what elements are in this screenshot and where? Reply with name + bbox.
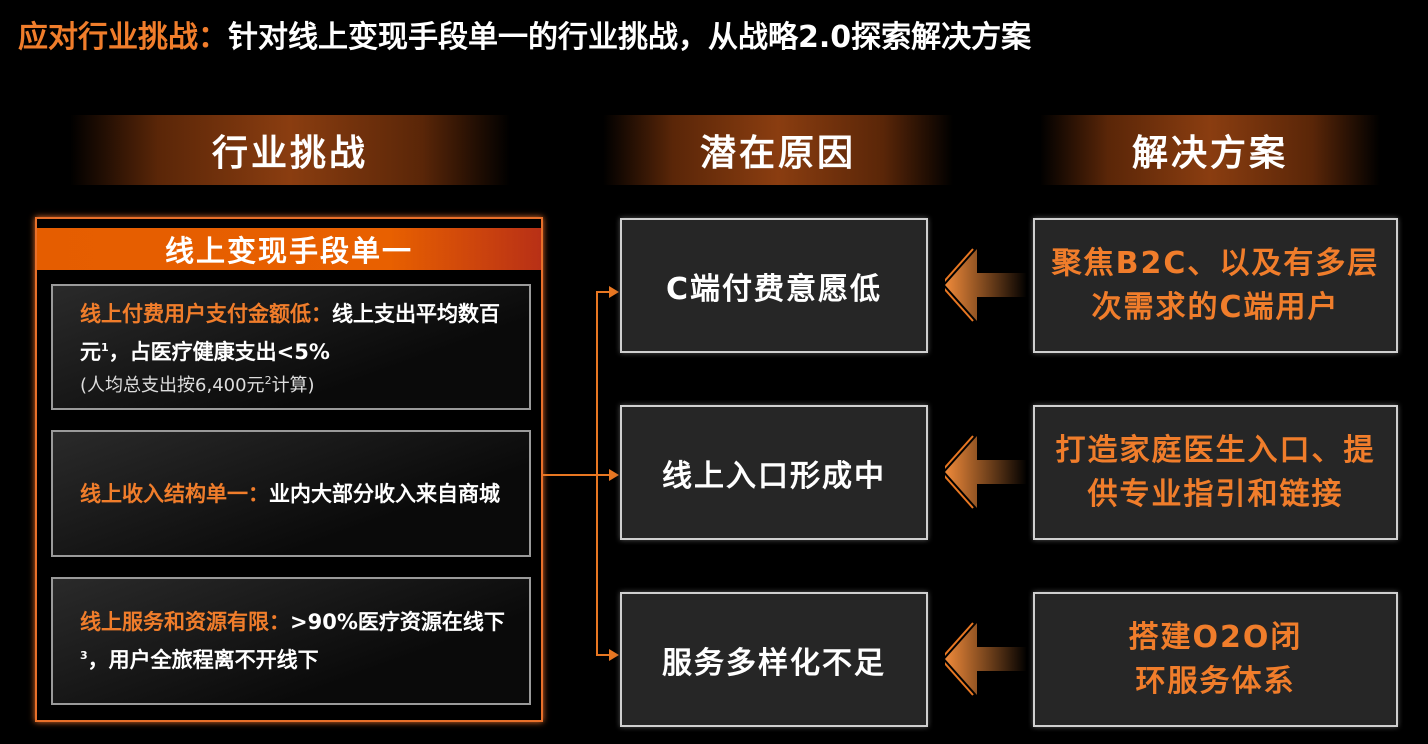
- slide-title: 应对行业挑战：针对线上变现手段单一的行业挑战，从战略2.0探索解决方案: [18, 12, 1031, 56]
- solution-box: 打造家庭医生入口、提供专业指引和链接: [1033, 405, 1398, 540]
- cause-box: 服务多样化不足: [620, 592, 928, 727]
- footnote: 3: [80, 649, 88, 662]
- item-note: (人均总支出按6,400元: [80, 374, 265, 396]
- item-text: 业内大部分收入来自商城: [269, 481, 500, 506]
- footnote: 2: [264, 373, 272, 387]
- solution-box: 搭建O2O闭环服务体系: [1033, 592, 1398, 727]
- challenge-item: 线上服务和资源有限：>90%医疗资源在线下 3，用户全旅程离不开线下: [51, 577, 531, 705]
- item-note: 计算): [271, 374, 315, 396]
- challenge-panel: [35, 217, 543, 722]
- cause-box: 线上入口形成中: [620, 405, 928, 540]
- header-solution: 解决方案: [1040, 115, 1380, 185]
- challenge-item: 线上付费用户支付金额低：线上支出平均数百元1，占医疗健康支出<5% (人均总支出…: [51, 284, 531, 410]
- challenge-title: 线上变现手段单一: [37, 228, 541, 270]
- left-arrow-icon: [945, 622, 1027, 696]
- title-rest: 针对线上变现手段单一的行业挑战，从战略2.0探索解决方案: [228, 20, 1032, 55]
- connector-line: [596, 474, 610, 476]
- arrowhead-icon: [609, 286, 619, 298]
- header-cause: 潜在原因: [603, 115, 953, 185]
- left-arrow-icon: [945, 435, 1027, 509]
- solution-box: 聚焦B2C、以及有多层次需求的C端用户: [1033, 218, 1398, 353]
- connector-line: [596, 291, 598, 656]
- item-text: ，占医疗健康支出<5%: [108, 339, 330, 364]
- item-text: 线上支出平均数百元: [80, 301, 500, 364]
- connector-line: [596, 654, 610, 656]
- item-lead: 线上付费用户支付金额低：: [80, 301, 332, 326]
- item-lead: 线上服务和资源有限：: [80, 610, 290, 634]
- title-highlight: 应对行业挑战：: [18, 20, 228, 55]
- item-text: ，用户全旅程离不开线下: [87, 648, 319, 672]
- header-challenge: 行业挑战: [70, 115, 510, 185]
- cause-box: C端付费意愿低: [620, 218, 928, 353]
- challenge-item: 线上收入结构单一：业内大部分收入来自商城: [51, 430, 531, 557]
- connector-line: [543, 474, 599, 476]
- connector-line: [596, 291, 610, 293]
- arrowhead-icon: [609, 649, 619, 661]
- item-text: >90%医疗资源在线下: [290, 610, 505, 634]
- left-arrow-icon: [945, 248, 1027, 322]
- footnote: 1: [101, 340, 109, 354]
- item-lead: 线上收入结构单一：: [80, 481, 269, 506]
- arrowhead-icon: [609, 469, 619, 481]
